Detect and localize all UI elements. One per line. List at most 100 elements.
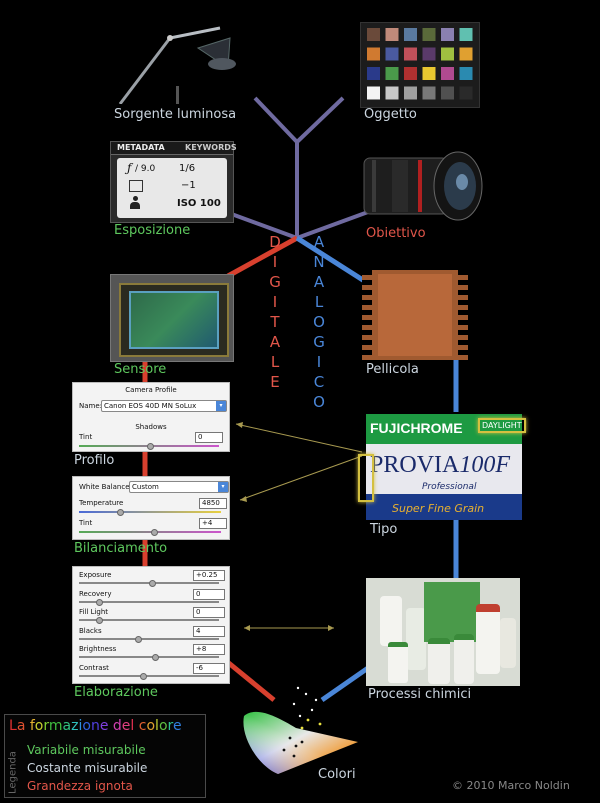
camera-profile-panel: Camera Profile Name: Canon EOS 40D MN So… — [72, 382, 230, 452]
adjust-row-slider[interactable] — [79, 619, 219, 621]
label-sorgente: Sorgente luminosa — [114, 107, 237, 122]
temperature-slider-knob[interactable] — [117, 509, 124, 516]
sensor-image — [110, 274, 234, 362]
checker-patch — [441, 67, 454, 80]
label-obiettivo: Obiettivo — [366, 226, 426, 241]
checker-patch — [422, 28, 436, 41]
checker-patch — [367, 28, 380, 41]
keywords-tab[interactable]: KEYWORDS — [185, 143, 237, 152]
film-grain: Super Fine Grain — [392, 502, 485, 515]
adjust-row-label: Exposure — [79, 571, 112, 579]
adjust-row-label: Contrast — [79, 663, 109, 672]
label-esposizione: Esposizione — [114, 223, 191, 238]
checker-patch — [385, 67, 399, 80]
analogico-letter: A — [313, 233, 325, 251]
wb-select[interactable]: Custom ▾ — [129, 481, 229, 493]
profile-name-select[interactable]: Canon EOS 40D MN SoLux ▾ — [101, 400, 227, 412]
checker-patch — [385, 28, 399, 41]
label-bilanciamento: Bilanciamento — [74, 541, 168, 556]
temperature-input[interactable]: 4850 — [199, 498, 227, 509]
adjust-row-input[interactable]: 0 — [193, 607, 225, 618]
adjust-row-slider-knob[interactable] — [95, 617, 103, 624]
digitale-letter: L — [270, 353, 280, 371]
legend-item-ignota: Grandezza ignota — [27, 779, 133, 793]
checker-patch — [404, 47, 417, 61]
digitale-letter: E — [270, 373, 280, 391]
checker-patch — [441, 28, 454, 41]
lens-image — [363, 151, 483, 221]
legend-item-variabile: Variabile misurabile — [27, 743, 146, 757]
wb-tint-label: Tint — [79, 519, 93, 527]
temperature-slider[interactable] — [79, 511, 221, 513]
wb-label: White Balance: — [79, 483, 132, 491]
checker-patch — [367, 67, 380, 80]
white-balance-panel: White Balance: Custom ▾ Temperature 4850… — [72, 476, 230, 540]
adjust-row-input[interactable]: +8 — [193, 644, 225, 655]
film-professional: Professional — [422, 482, 477, 492]
analogico-letter: N — [313, 253, 325, 271]
color-checker-image — [360, 22, 480, 108]
lamp-image — [110, 18, 240, 104]
analogico-letter: L — [314, 293, 324, 311]
checker-patch — [422, 67, 436, 80]
dropdown-arrow-icon: ▾ — [216, 401, 226, 411]
tint-input[interactable]: 0 — [195, 432, 223, 443]
shutter-value: 1/6 — [179, 163, 196, 174]
adjust-row-input[interactable]: 0 — [193, 588, 225, 600]
profile-name-label: Name: — [79, 402, 103, 410]
shadows-label: Shadows — [135, 423, 167, 431]
wb-tint-slider[interactable] — [79, 531, 221, 533]
adjust-row-input[interactable]: -6 — [193, 662, 225, 674]
label-processi: Processi chimici — [368, 687, 472, 702]
adjust-row-slider-knob[interactable] — [95, 598, 103, 606]
adjust-row-label: Blacks — [79, 626, 102, 635]
adjust-row-label: Recovery — [79, 589, 112, 598]
legend-box: La formazione del coloreLa formazione de… — [4, 714, 206, 798]
checker-patch — [404, 67, 417, 80]
adjust-row-input[interactable]: 4 — [193, 625, 225, 637]
analogico-letter: C — [313, 373, 325, 391]
chemicals-image — [366, 578, 520, 686]
legend-side-label: Legenda — [7, 751, 19, 794]
film-name: PROVIA100F — [370, 452, 511, 478]
aperture-icon: ƒ — [127, 161, 132, 175]
label-tipo: Tipo — [370, 522, 398, 537]
adjust-row-slider-knob[interactable] — [148, 580, 156, 587]
film-strip-image — [362, 270, 468, 360]
wb-tint-slider-knob[interactable] — [151, 529, 158, 536]
checker-patch — [459, 67, 473, 80]
legend-title: La formazione del coloreLa formazione de… — [9, 718, 182, 734]
adjust-row-input[interactable]: +0.25 — [193, 570, 225, 581]
digitale-letter: A — [269, 333, 281, 351]
digitale-letter: T — [270, 313, 280, 331]
dropdown-arrow-icon: ▾ — [218, 482, 228, 492]
adjust-row-slider[interactable] — [79, 674, 219, 677]
film-brand: FUJICHROME — [370, 420, 463, 436]
cie-diagram — [243, 686, 358, 774]
adjust-row-slider[interactable] — [79, 600, 219, 603]
checker-patch — [441, 86, 454, 100]
daylight-badge: DAYLIGHT — [478, 418, 526, 433]
wb-tint-input[interactable]: +4 — [199, 518, 227, 529]
tint-slider-knob[interactable] — [147, 443, 154, 450]
legend-item-costante: Costante misurabile — [27, 761, 148, 775]
tint-label: Tint — [79, 433, 93, 441]
adjust-row-label: Brightness — [79, 645, 117, 653]
adjust-row-label: Fill Light — [79, 608, 109, 616]
adjust-row-slider-knob[interactable] — [151, 654, 159, 661]
metadata-tab[interactable]: METADATA — [117, 143, 165, 152]
checker-patch — [404, 86, 417, 100]
digitale-letter: D — [269, 233, 281, 251]
camera-profile-title: Camera Profile — [125, 386, 177, 394]
adjust-row-slider[interactable] — [79, 656, 219, 658]
adjust-row-slider-knob[interactable] — [140, 672, 148, 680]
adjust-row-slider-knob[interactable] — [134, 635, 142, 643]
digitale-letter: G — [269, 273, 281, 291]
checker-patch — [385, 47, 399, 61]
adjust-row-slider[interactable] — [79, 637, 219, 640]
checker-patch — [441, 47, 454, 61]
checker-patch — [422, 86, 436, 100]
